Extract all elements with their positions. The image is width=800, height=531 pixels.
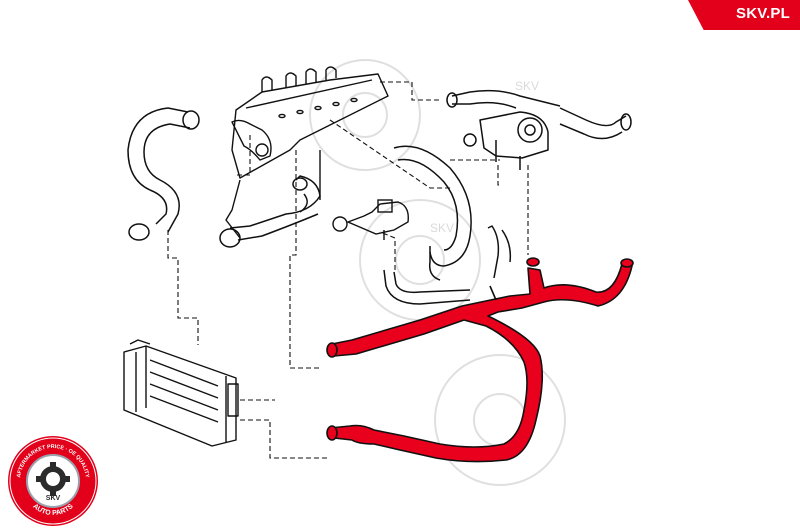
brand-logo[interactable]: SKV.PL: [688, 0, 800, 30]
skv-auto-parts-seal: SKV AFTERMARKET PRICE · OE QUALITY AUTO …: [8, 436, 98, 526]
heater-hose-centre: [383, 145, 512, 305]
highlighted-coolant-hose: [326, 257, 634, 463]
radiator: [123, 339, 239, 447]
middle-left-hose: [219, 175, 321, 248]
brand-logo-text: SKV.PL: [735, 5, 790, 22]
watermark-text-2: SKV: [430, 221, 454, 235]
engine-block: [225, 66, 389, 239]
upper-left-hose: [127, 107, 200, 241]
watermark-text: SKV: [515, 79, 539, 93]
svg-text:SKV: SKV: [46, 495, 61, 502]
control-valve: [332, 199, 409, 240]
water-pipe-assembly: [446, 89, 632, 170]
watermark-gears: [309, 59, 566, 486]
guide-lines: [167, 81, 529, 459]
